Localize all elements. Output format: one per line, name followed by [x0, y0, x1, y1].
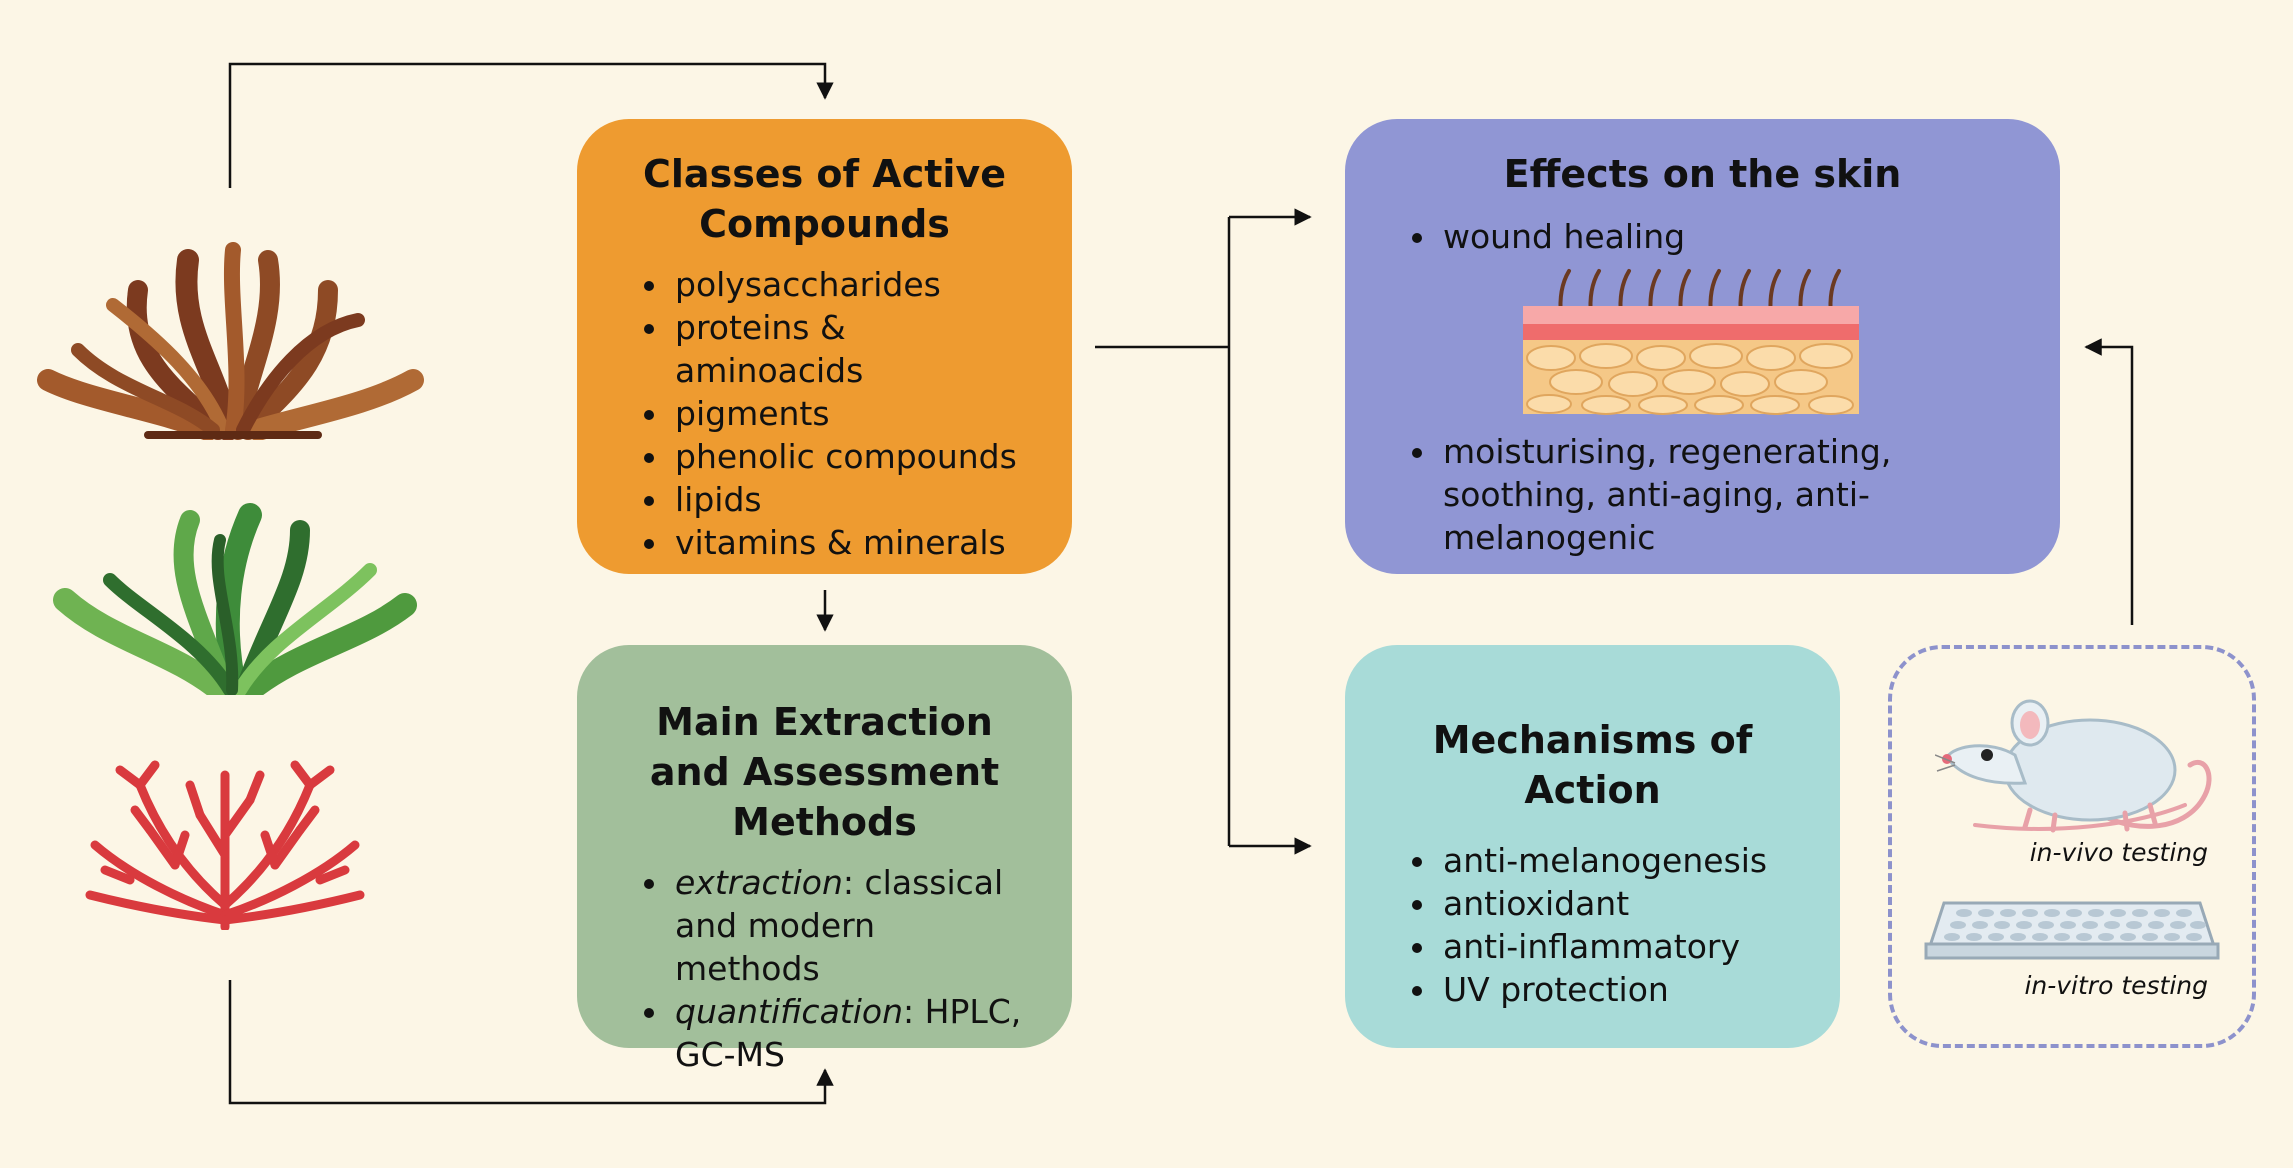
- list-item: wound healing: [1439, 215, 2016, 258]
- methods-list: extraction: classical and modern methods…: [621, 861, 1028, 1076]
- in-vitro-label: in-vitro testing: [2024, 971, 2208, 1000]
- list-item: moisturising, regenerating, soothing, an…: [1439, 430, 2006, 559]
- method-term: quantification: [675, 992, 904, 1031]
- mechanisms-list: anti-melanogenesis antioxidant anti-infl…: [1389, 839, 1796, 1011]
- method-term: extraction: [675, 863, 843, 902]
- brown-seaweed-icon: [37, 242, 424, 440]
- list-item: anti-inflammatory: [1439, 925, 1796, 968]
- list-item: polysaccharides: [671, 263, 1028, 306]
- mouse-icon: [1935, 699, 2212, 833]
- list-item: vitamins & minerals: [671, 521, 1028, 564]
- green-seaweed-icon: [53, 503, 417, 695]
- effects-title: Effects on the skin: [1503, 152, 1902, 196]
- arrow-classes-to-effects-mechanisms: [1095, 217, 1231, 846]
- method-detail: : classical and modern methods: [675, 863, 1004, 988]
- arrow-algae-to-classes: [228, 62, 834, 188]
- list-item: proteins & aminoacids: [671, 306, 1028, 392]
- list-item: quantification: HPLC, GC-MS: [671, 990, 1028, 1076]
- red-seaweed-icon: [85, 760, 365, 930]
- extraction-methods-box: Main Extraction and Assessment Methods e…: [577, 645, 1072, 1074]
- effects-list-bottom: moisturising, regenerating, soothing, an…: [1389, 430, 2016, 559]
- skin-cross-section-icon: [1523, 269, 1859, 415]
- in-vivo-label: in-vivo testing: [2029, 838, 2208, 867]
- list-item: UV protection: [1439, 968, 1796, 1011]
- well-plate-icon: [1924, 901, 2220, 960]
- testing-box: [1888, 645, 2256, 1048]
- list-item: phenolic compounds: [671, 435, 1028, 478]
- classes-title: Classes of Active Compounds: [643, 152, 1006, 246]
- arrow-testing-to-effects: [2084, 338, 2134, 625]
- list-item: lipids: [671, 478, 1028, 521]
- list-item: antioxidant: [1439, 882, 1796, 925]
- classes-list: polysaccharides proteins & aminoacids pi…: [621, 263, 1028, 564]
- list-item: anti-melanogenesis: [1439, 839, 1796, 882]
- arrow-algae-to-methods: [228, 980, 834, 1105]
- effects-on-skin-box: Effects on the skin wound healing: [1345, 119, 2060, 574]
- methods-title: Main Extraction and Assessment Methods: [649, 700, 1000, 844]
- method-detail: : HPLC, GC-MS: [675, 992, 1022, 1074]
- effects-list-top: wound healing: [1389, 215, 2016, 258]
- list-item: pigments: [671, 392, 1028, 435]
- mechanisms-title: Mechanisms of Action: [1432, 718, 1753, 812]
- mechanisms-of-action-box: Mechanisms of Action anti-melanogenesis …: [1345, 645, 1840, 1048]
- classes-of-active-compounds-box: Classes of Active Compounds polysacchari…: [577, 119, 1072, 574]
- list-item: extraction: classical and modern methods: [671, 861, 1028, 990]
